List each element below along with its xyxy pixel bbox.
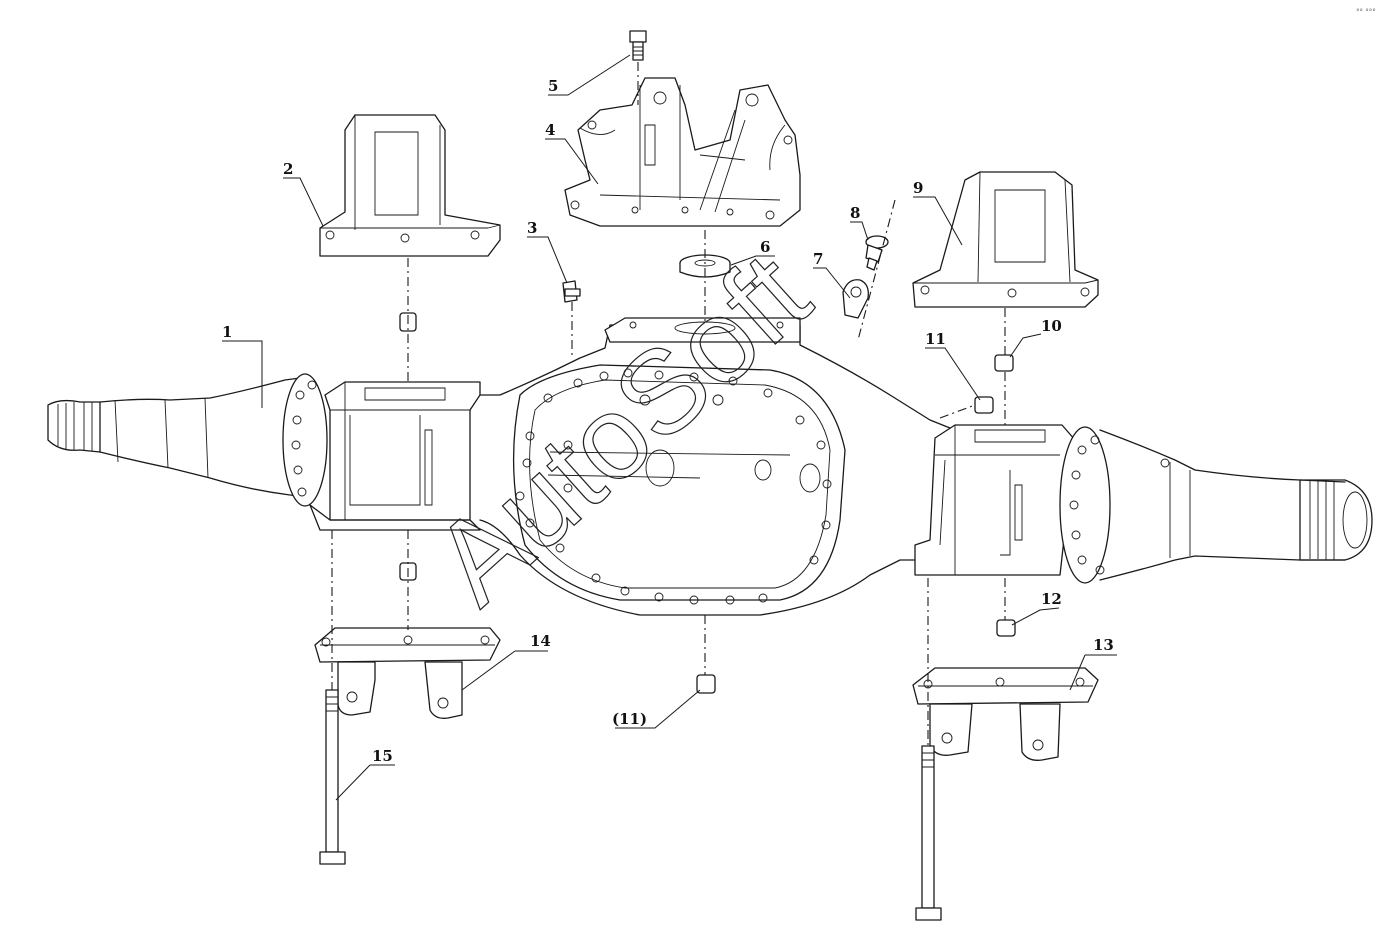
- callout-4: 4: [545, 121, 555, 139]
- right-upper-bracket: [912, 171, 1099, 308]
- long-bolt-right: [915, 745, 942, 921]
- corner-mark: °° °°°: [1356, 8, 1376, 16]
- callout-13: 13: [1093, 636, 1114, 654]
- callout-12: 12: [1041, 590, 1062, 608]
- callout-10: 10: [1041, 317, 1062, 335]
- assembly-axes: [331, 62, 1006, 746]
- callout-2: 2: [283, 160, 293, 178]
- callout-5: 5: [548, 77, 558, 95]
- callout-7: 7: [813, 250, 823, 268]
- callout-15: 15: [372, 747, 393, 765]
- callout-3: 3: [527, 219, 537, 237]
- left-lower-plate: [314, 627, 501, 719]
- axle-housing: [47, 317, 1373, 616]
- bushing-11: [974, 396, 994, 414]
- bushing-11b: [696, 674, 716, 694]
- left-upper-bracket: [319, 114, 501, 257]
- callout-8: 8: [850, 204, 860, 222]
- leader-lines: [222, 54, 1117, 801]
- bushing-12: [996, 619, 1016, 637]
- bolt-5: [629, 30, 647, 61]
- callout-14: 14: [530, 632, 551, 650]
- callout-numbers: 1 2 3 4 5 6 7 8 9 10 11 (11) 12 13 14 15: [222, 77, 1114, 765]
- callout-11-bracketed: (11): [612, 710, 647, 728]
- callout-11: 11: [925, 330, 946, 348]
- callout-6: 6: [760, 238, 770, 256]
- long-bolt-left: [319, 689, 346, 865]
- center-upper-bracket: [564, 77, 801, 227]
- banjo-bolt-holes: [515, 368, 832, 605]
- bolt-3: [562, 280, 581, 303]
- right-lower-plate: [912, 667, 1099, 761]
- bushing-10: [994, 354, 1014, 372]
- callout-9: 9: [913, 179, 923, 197]
- fitting-8: [865, 235, 889, 271]
- callout-1: 1: [222, 323, 232, 341]
- clip-7: [842, 279, 869, 319]
